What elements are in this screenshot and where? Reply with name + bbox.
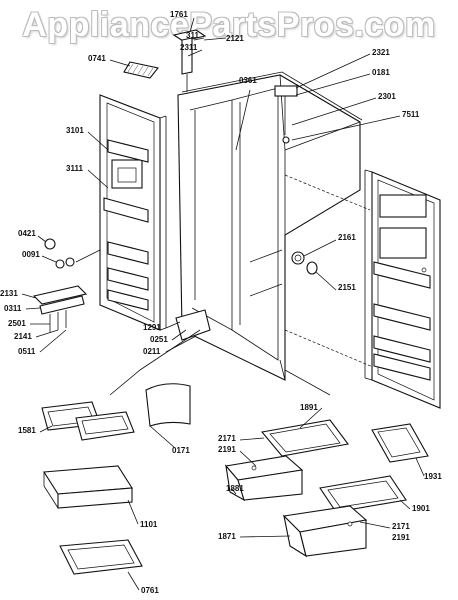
part-number-label[interactable]: 0741 [88, 54, 106, 63]
part-number-label[interactable]: 2121 [226, 34, 244, 43]
part-number-label[interactable]: 2301 [378, 92, 396, 101]
part-number-label[interactable]: 2151 [338, 283, 356, 292]
watermark-text: AppliancePartsPros.com [22, 6, 436, 44]
part-number-label[interactable]: 1881 [226, 484, 244, 493]
cabinet-frame [109, 71, 381, 396]
cover-panel [145, 383, 191, 449]
part-number-label[interactable]: 1761 [170, 10, 188, 19]
part-number-label[interactable]: 2161 [338, 233, 356, 242]
part-number-label[interactable]: 2191 [218, 445, 236, 454]
part-number-label[interactable]: 2171 [218, 434, 236, 443]
part-number-labels: 1761 311 2121 2311 0741 2321 0181 0361 2301 7511 3… [0, 10, 442, 595]
part-number-label[interactable]: 2501 [8, 319, 26, 328]
part-number-label[interactable]: 3111 [66, 164, 83, 173]
part-number-label[interactable]: 0421 [18, 229, 36, 238]
part-number-label[interactable]: 7511 [402, 110, 420, 119]
part-number-label[interactable]: 0171 [172, 446, 190, 455]
part-number-label[interactable]: 1901 [412, 504, 430, 513]
part-number-label[interactable]: 2131 [0, 289, 18, 298]
top-hinge-assembly [123, 29, 207, 92]
part-number-label[interactable]: 2311 [180, 43, 198, 52]
part-number-label[interactable]: 0761 [141, 586, 159, 595]
part-number-label[interactable]: 1291 [143, 323, 161, 332]
crisper-drawers [224, 419, 429, 558]
small-parts [32, 238, 318, 332]
part-number-label[interactable]: 1931 [424, 472, 442, 481]
part-number-label[interactable]: 0181 [372, 68, 390, 77]
freezer-door [99, 94, 167, 331]
part-number-label[interactable]: 1101 [140, 520, 158, 529]
part-number-label[interactable]: 2321 [372, 48, 390, 57]
part-number-label[interactable]: 0511 [18, 347, 36, 356]
part-number-label[interactable]: 0251 [150, 335, 168, 344]
part-number-label[interactable]: 0361 [239, 76, 257, 85]
part-number-label[interactable]: 2191 [392, 533, 410, 542]
part-number-label[interactable]: 1891 [300, 403, 318, 412]
part-number-label[interactable]: 311 [186, 31, 199, 40]
part-number-label[interactable]: 0211 [143, 347, 161, 356]
part-number-label[interactable]: 1871 [218, 532, 236, 541]
part-number-label[interactable]: 1581 [18, 426, 36, 435]
leader-lines [21, 17, 425, 591]
fresh-food-door [364, 169, 441, 409]
part-number-label[interactable]: 2171 [392, 522, 410, 531]
part-number-label[interactable]: 2141 [14, 332, 32, 341]
freezer-shelves [41, 401, 143, 575]
part-number-label[interactable]: 0091 [22, 250, 40, 259]
part-number-label[interactable]: 0311 [4, 304, 22, 313]
part-number-label[interactable]: 3101 [66, 126, 84, 135]
